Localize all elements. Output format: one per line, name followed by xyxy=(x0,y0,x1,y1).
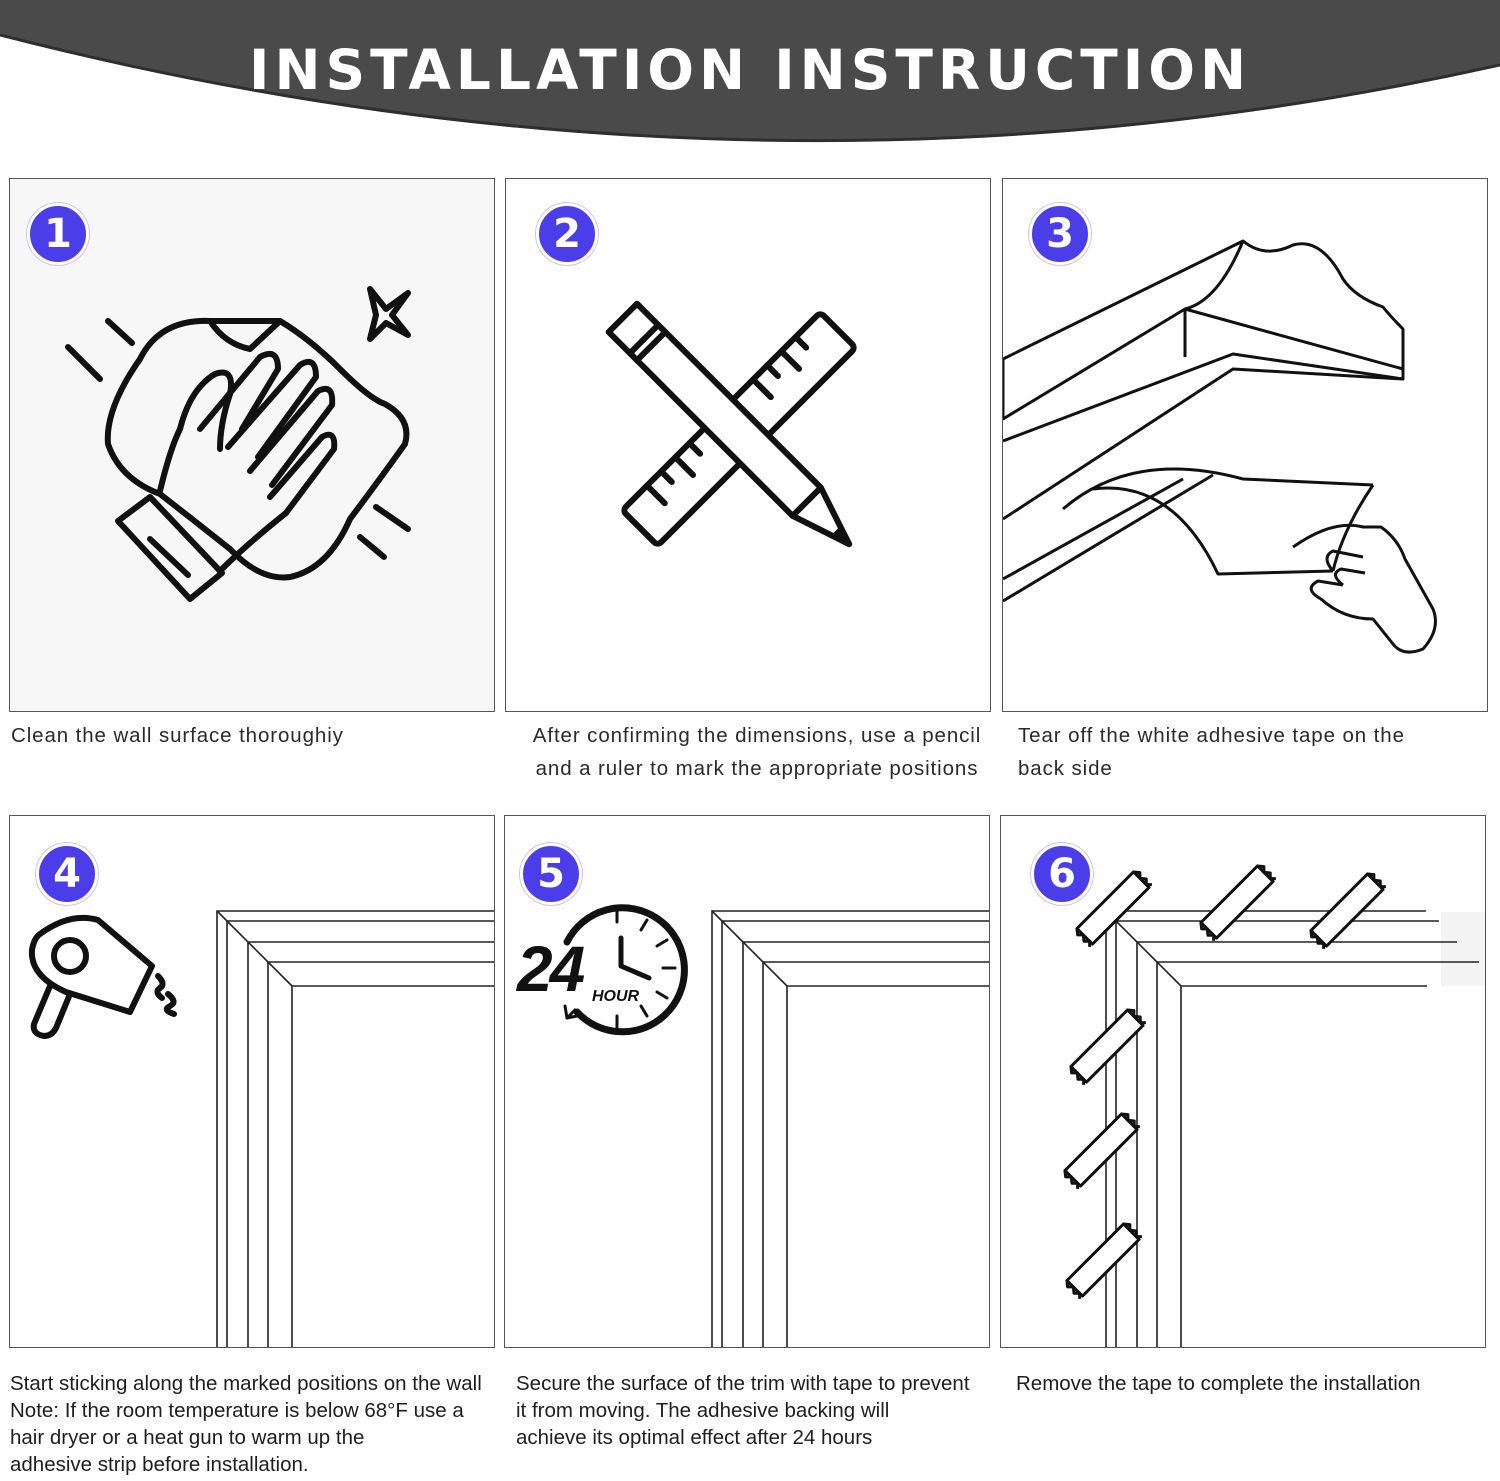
step-6-badge: 6 xyxy=(1031,843,1093,905)
clock-unit: HOUR xyxy=(592,988,640,1005)
step-1-caption-line-1: Clean the wall surface thoroughiy xyxy=(11,724,344,747)
header-banner xyxy=(0,0,1500,143)
door-frame-molding xyxy=(216,910,494,1347)
clock-24-hour-icon xyxy=(563,904,688,1036)
step-5-badge: 5 xyxy=(520,843,582,905)
step-3-caption: Tear off the white adhesive tape on the … xyxy=(1018,719,1488,785)
step-3-panel: 3 xyxy=(1002,178,1488,712)
step-4-caption-line-3: hair dryer or a heat gun to warm up the xyxy=(10,1426,365,1449)
step-5-panel: 24 HOUR 5 xyxy=(504,815,990,1348)
step-4-panel: 4 xyxy=(9,815,495,1348)
step-1-badge: 1 xyxy=(27,203,89,265)
step-3-caption-line-1: Tear off the white adhesive tape on the xyxy=(1018,724,1405,747)
step-4-badge: 4 xyxy=(36,843,98,905)
step-2-caption: After confirming the dimensions, use a p… xyxy=(504,719,1010,785)
tape-strips-icon xyxy=(1063,864,1386,1299)
door-frame-molding xyxy=(711,910,989,1347)
step-4-caption-line-1: Start sticking along the marked position… xyxy=(10,1372,482,1395)
step-1-caption: Clean the wall surface thoroughiy xyxy=(11,719,497,752)
step-2-badge: 2 xyxy=(536,203,598,265)
pencil-ruler-icon xyxy=(605,300,857,548)
step-6-caption-line-1: Remove the tape to complete the installa… xyxy=(1016,1372,1421,1395)
step-3-caption-line-2: back side xyxy=(1018,757,1113,780)
step-2-panel: 2 xyxy=(505,178,991,712)
step-2-caption-line-1: After confirming the dimensions, use a p… xyxy=(532,724,982,747)
step-5-caption: Secure the surface of the trim with tape… xyxy=(516,1370,996,1451)
step-5-caption-line-1: Secure the surface of the trim with tape… xyxy=(516,1372,970,1395)
step-4-caption-line-2: Note: If the room temperature is below 6… xyxy=(10,1399,464,1422)
page-title: INSTALLATION INSTRUCTION xyxy=(249,38,1251,102)
step-5-caption-line-3: achieve its optimal effect after 24 hour… xyxy=(516,1426,873,1449)
step-6-panel: 6 xyxy=(1000,815,1486,1348)
hair-dryer-icon xyxy=(28,914,177,1039)
step-5-caption-line-2: it from moving. The adhesive backing wil… xyxy=(516,1399,890,1422)
step-4-caption: Start sticking along the marked position… xyxy=(10,1370,505,1478)
step-2-caption-line-2: and a ruler to mark the appropriate posi… xyxy=(535,757,979,780)
step-4-caption-line-4: adhesive strip before installation. xyxy=(10,1453,309,1476)
step-3-badge: 3 xyxy=(1029,203,1091,265)
clock-number: 24 xyxy=(517,933,585,1005)
step-1-panel: 1 xyxy=(9,178,495,712)
wipe-hand-icon xyxy=(65,286,411,602)
peel-tape-icon xyxy=(1003,239,1437,654)
step-6-caption: Remove the tape to complete the installa… xyxy=(1016,1370,1486,1397)
